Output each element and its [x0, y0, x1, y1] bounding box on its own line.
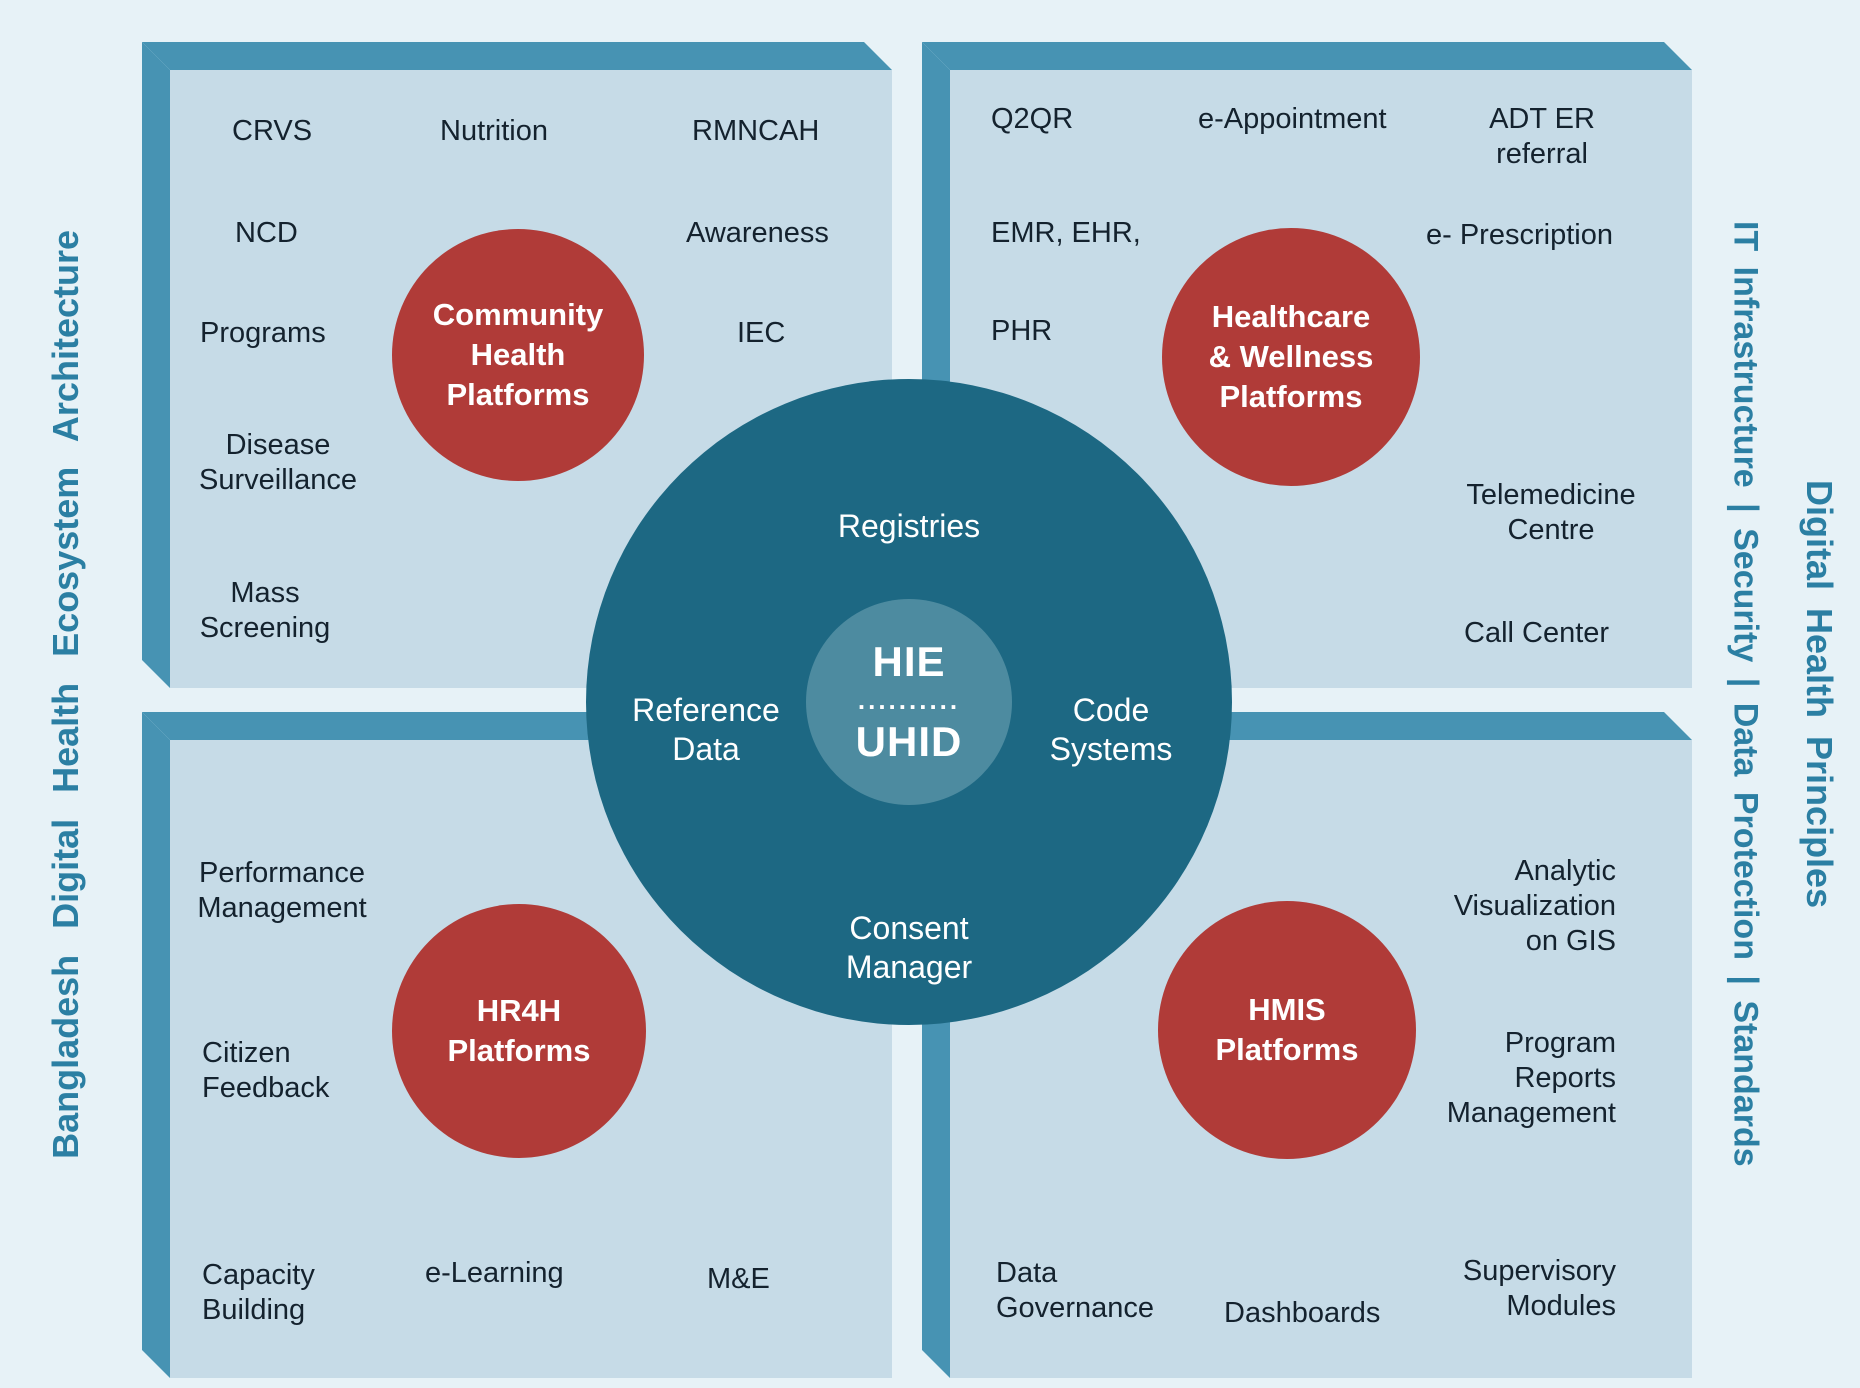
item-nutrition: Nutrition: [440, 115, 548, 147]
panel-edge-top: [142, 42, 892, 70]
right-axis-inner-label: IT Infrastructure | Security | Data Prot…: [1708, 0, 1782, 1388]
hie-label: HIE: [872, 637, 946, 685]
item-analytic-visualization-gis: Analytic Visualization on GIS: [1453, 855, 1616, 957]
item-performance-management: Performance Management: [197, 857, 367, 924]
bubble-hmis-platforms: HMIS Platforms: [1158, 901, 1416, 1159]
panel-edge-left: [142, 42, 170, 688]
item-call-center: Call Center: [1464, 617, 1610, 649]
hie-hub-circle: Registries Reference Data Code Systems C…: [586, 379, 1232, 1025]
panel-edge-top: [922, 42, 1692, 70]
hie-uhid-core: HIE .......... UHID: [806, 599, 1012, 805]
right-axis-outer-text: Digital Health Principles: [1799, 479, 1840, 909]
item-programs: Programs: [200, 317, 326, 349]
item-crvs: CRVS: [232, 115, 313, 147]
hub-label-code-systems: Code Systems: [1049, 692, 1173, 768]
item-data-governance: Data Governance: [996, 1257, 1154, 1324]
bubble-community-health-platforms: Community Health Platforms: [392, 229, 644, 481]
right-axis-inner-text: IT Infrastructure | Security | Data Prot…: [1726, 221, 1765, 1167]
item-supervisory-modules: Supervisory Modules: [1462, 1255, 1616, 1322]
hub-label-registries: Registries: [837, 508, 981, 544]
item-q2qr: Q2QR: [991, 103, 1074, 135]
item-e-learning: e-Learning: [425, 1257, 564, 1289]
item-e-prescription: e- Prescription: [1426, 219, 1613, 251]
item-program-reports-management: Program Reports Management: [1446, 1027, 1616, 1129]
item-adt-er-referral: ADT ER referral: [1489, 103, 1595, 170]
item-telemedicine-centre: Telemedicine Centre: [1466, 479, 1636, 546]
left-axis-text: Bangladesh Digital Health Ecosystem Arch…: [45, 229, 86, 1159]
right-axis-outer-label: Digital Health Principles: [1782, 0, 1856, 1388]
item-phr: PHR: [991, 315, 1053, 347]
item-ncd: NCD: [235, 217, 298, 249]
item-emr-ehr: EMR, EHR,: [991, 217, 1141, 249]
item-m-and-e: M&E: [707, 1263, 770, 1295]
uhid-label: UHID: [855, 718, 963, 766]
item-rmncah: RMNCAH: [692, 115, 820, 147]
hub-label-reference-data: Reference Data: [632, 692, 780, 768]
item-capacity-building: Capacity Building: [202, 1259, 315, 1326]
bubble-hr4h-platforms: HR4H Platforms: [392, 904, 646, 1158]
item-dashboards: Dashboards: [1224, 1297, 1381, 1329]
item-awareness: Awareness: [686, 217, 829, 249]
item-citizen-feedback: Citizen Feedback: [202, 1037, 330, 1104]
panel-edge-left: [142, 712, 170, 1378]
item-e-appointment: e-Appointment: [1198, 103, 1387, 135]
item-mass-screening: Mass Screening: [199, 577, 331, 644]
hub-label-consent-manager: Consent Manager: [845, 910, 973, 986]
hie-uhid-divider: ..........: [857, 684, 961, 715]
item-iec: IEC: [737, 317, 786, 349]
left-axis-label: Bangladesh Digital Health Ecosystem Arch…: [24, 0, 108, 1388]
bubble-healthcare-wellness-platforms: Healthcare & Wellness Platforms: [1162, 228, 1420, 486]
item-disease-surveillance: Disease Surveillance: [199, 429, 357, 496]
